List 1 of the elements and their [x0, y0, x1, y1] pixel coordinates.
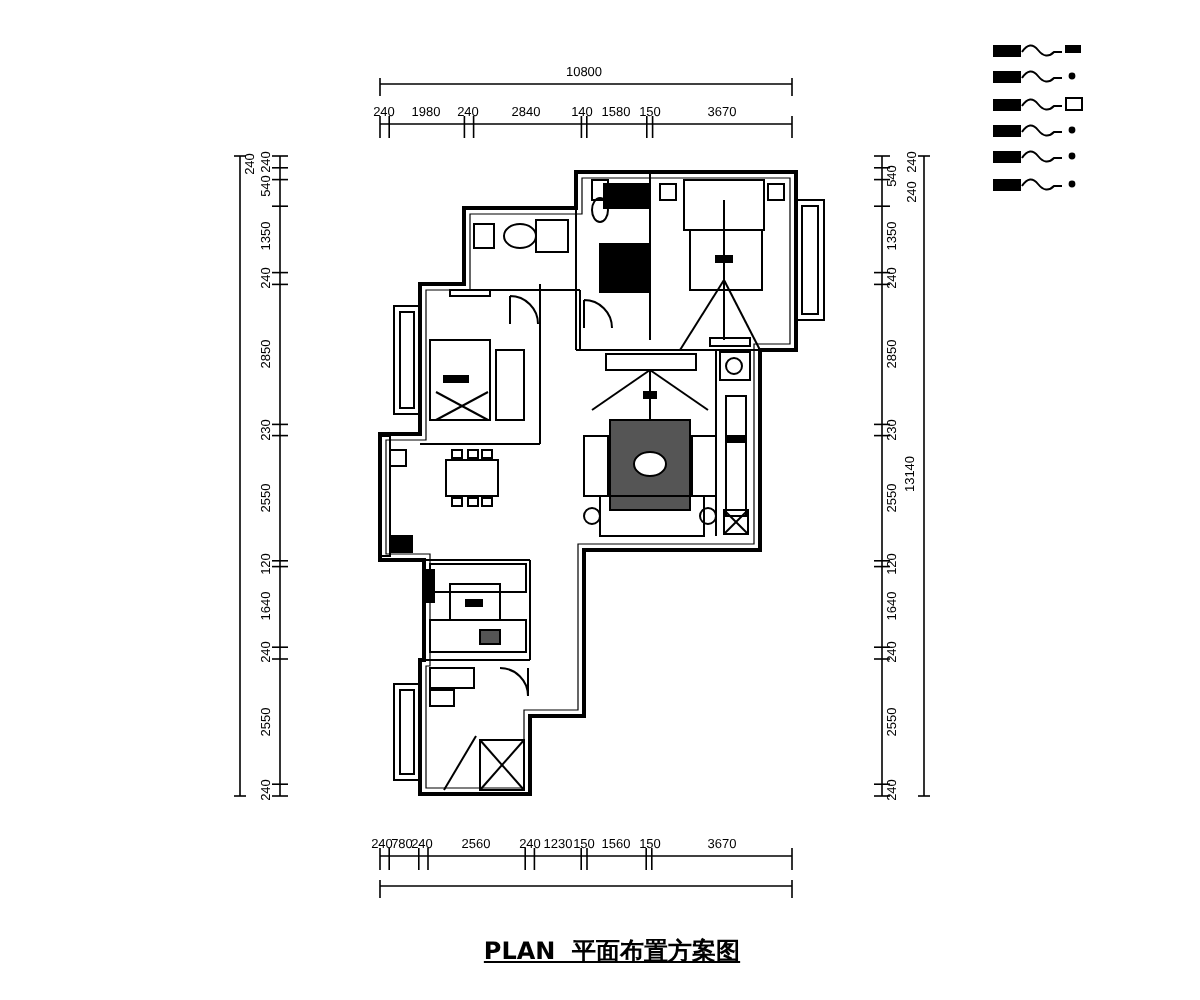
drawing-title: PLAN 平面布置方案图	[483, 935, 741, 969]
